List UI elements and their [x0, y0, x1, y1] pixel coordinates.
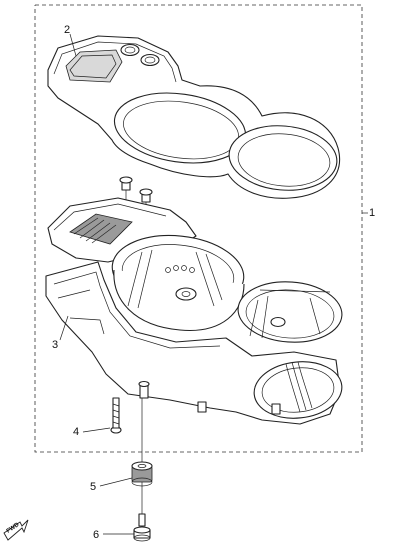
- assembly-boundary: [34, 4, 363, 453]
- leader-3: [59, 315, 69, 341]
- meter-cover-part-2: [47, 35, 341, 199]
- meter-assembly-part-1: [45, 176, 343, 425]
- callout-5: 5: [90, 481, 97, 493]
- leader-4: [82, 427, 111, 433]
- leader-2: [69, 33, 77, 57]
- callout-3: 3: [52, 339, 59, 351]
- callout-2: 2: [64, 24, 71, 36]
- leader-5: [99, 477, 133, 487]
- screw-part-4: [110, 397, 122, 434]
- bolt-part-6: [133, 513, 151, 542]
- grommet-part-5: [131, 461, 153, 487]
- fwd-arrow-icon: FWD: [3, 519, 29, 541]
- mounting-studs: [119, 176, 153, 222]
- callout-1: 1: [369, 207, 376, 219]
- callout-6: 6: [93, 529, 100, 541]
- callout-4: 4: [73, 426, 80, 438]
